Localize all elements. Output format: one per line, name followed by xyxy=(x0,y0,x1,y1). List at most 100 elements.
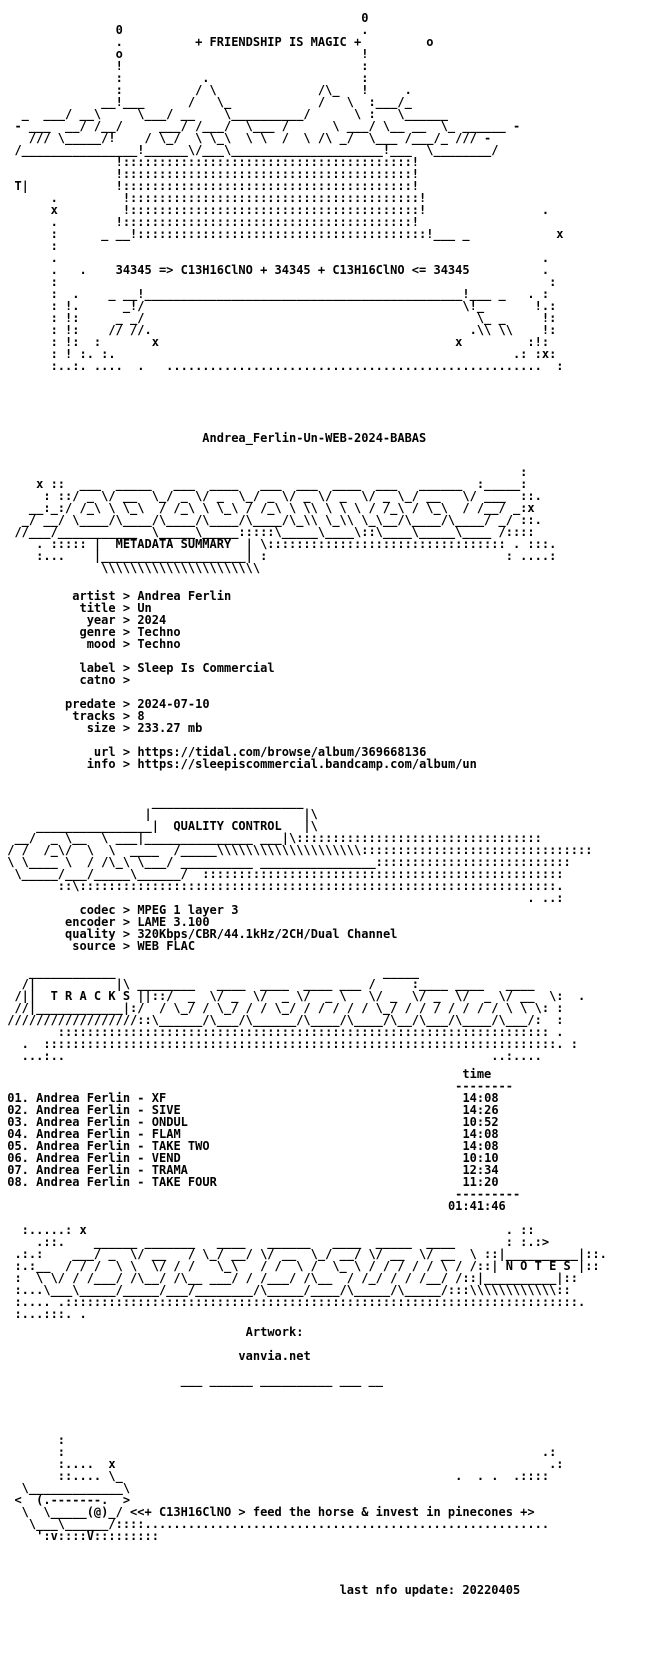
header-art-line: _ ___/ __\ \___/ __ \__________/ \ : \__… xyxy=(0,107,448,121)
track-number: 02. xyxy=(7,1103,29,1117)
title-label: title xyxy=(79,601,116,615)
tracks-banner-line: ____________ _____ xyxy=(0,965,420,979)
metadata-banner-line: . ::::: | METADATA SUMMARY | \::::::::::… xyxy=(0,537,557,551)
track-title: VEND xyxy=(151,1151,181,1165)
track-row: 04. Andrea Ferlin - FLAM 14:08 xyxy=(7,1127,499,1141)
header-art-line: !:::::::::::::::::::::::::::::::::::::::… xyxy=(0,155,420,169)
track-artist: Andrea Ferlin xyxy=(36,1127,131,1141)
size-value: 233.27 mb xyxy=(137,721,203,735)
track-title: TAKE TWO xyxy=(151,1139,210,1153)
header-art-line: : . : xyxy=(0,71,369,85)
metadata-row-artist: artist > Andrea Ferlin xyxy=(72,589,232,603)
quality-banner-line: ________________| QUALITY CONTROL |\ xyxy=(0,819,318,833)
metadata-row-catno: catno > xyxy=(79,673,131,687)
encoder-label: encoder xyxy=(65,915,116,929)
track-title: ONDUL xyxy=(151,1115,188,1129)
last-update-label: last nfo update: xyxy=(339,1583,456,1597)
last-update-value: 20220405 xyxy=(462,1583,521,1597)
genre-value: Techno xyxy=(137,625,181,639)
encoder-value: LAME 3.100 xyxy=(137,915,210,929)
quality-label: quality xyxy=(65,927,116,941)
header-art-line: : _ __!:::::::::::::::::::::::::::::::::… xyxy=(0,227,564,241)
track-artist: Andrea Ferlin xyxy=(36,1103,131,1117)
header-art-line: - ___ __/ /__/ ___/ /___/ \___ / \ ___/ … xyxy=(0,119,521,133)
notes-banner-line: : \ \/ / /___/ /\__/ /\__ ___/ / /___/ /… xyxy=(0,1271,578,1285)
track-number: 01. xyxy=(7,1091,29,1105)
catno-label: catno xyxy=(79,673,116,687)
quality-row-quality: quality > 320Kbps/CBR/44.1kHz/2CH/Dual C… xyxy=(65,927,398,941)
footer-art-line: : xyxy=(0,1433,66,1447)
track-time: 12:34 xyxy=(462,1163,499,1177)
footer-art-line: \ \_____(@)_/ <<+ C13H16ClNO > feed the … xyxy=(0,1505,535,1519)
track-artist: Andrea Ferlin xyxy=(36,1151,131,1165)
track-number: 08. xyxy=(7,1175,29,1189)
track-row: 06. Andrea Ferlin - VEND 10:10 xyxy=(7,1151,499,1165)
metadata-banner-line: \\\\\\\\\\\\\\\\\\\\\\ xyxy=(0,561,261,575)
header-art-line: : xyxy=(0,239,58,253)
header-art-line: : !. _!/ \!_ !.: xyxy=(0,299,557,313)
info-link[interactable]: https://sleepiscommercial.bandcamp.com/a… xyxy=(137,757,477,771)
quality-value: 320Kbps/CBR/44.1kHz/2CH/Dual Channel xyxy=(137,927,398,941)
metadata-row-size: size > 233.27 mb xyxy=(86,721,203,735)
metadata-row-year: year > 2024 xyxy=(86,613,167,627)
metadata-banner-line: __:_:/ /_\ \ \_\ / /_\ \ \_\ / /_\ \ \\ … xyxy=(0,501,535,515)
tracks-banner-line: //|____________|:/ / \_/ / \_/ / / \_/ /… xyxy=(0,1001,564,1015)
time-column-header: time xyxy=(462,1067,492,1081)
metadata-row-url: url > https://tidal.com/browse/album/369… xyxy=(93,745,427,759)
header-art-line: : !: : x x :!: xyxy=(0,335,550,349)
track-time: 14:08 xyxy=(462,1127,499,1141)
url-link[interactable]: https://tidal.com/browse/album/369668136 xyxy=(137,745,427,759)
label-label: label xyxy=(79,661,116,675)
track-artist: Andrea Ferlin xyxy=(36,1115,131,1129)
metadata-row-tracks: tracks > 8 xyxy=(72,709,145,723)
header-art-line: : !: _ _/ \_ _ !: xyxy=(0,311,557,325)
metadata-banner: : x :: ___ _____ ___ ____ ___ ___ ____ _… xyxy=(0,466,556,574)
tracks-banner-line: //////////////////::\______/\___/\______… xyxy=(0,1013,564,1027)
metadata-block: artist > Andrea Ferlin title > Un year >… xyxy=(0,590,477,770)
tracks-banner-line: /| |\ ________ ____ ____ ____ ___ / :___… xyxy=(0,977,535,991)
total-time: 01:41:46 xyxy=(447,1199,506,1213)
track-title: TAKE FOUR xyxy=(151,1175,217,1189)
tracks-label: tracks xyxy=(72,709,116,723)
metadata-banner-line: //___/___________ \_____\_____:::::\____… xyxy=(0,525,535,539)
footer-art-line: \_____________\ xyxy=(0,1481,131,1495)
release-name-text: Andrea_Ferlin-Un-WEB-2024-BABAS xyxy=(202,431,427,445)
track-time: 10:52 xyxy=(462,1115,499,1129)
header-art-line: . . xyxy=(0,251,550,265)
source-value: WEB FLAC xyxy=(137,939,196,953)
header-art-line: x !:::::::::::::::::::::::::::::::::::::… xyxy=(0,203,550,217)
label-value: Sleep Is Commercial xyxy=(137,661,275,675)
tracks-footer: --------- 01:41:46 xyxy=(0,1188,520,1212)
header-art: 0 0 . . + FRIENDSHIP IS MAGIC + o o ! ! xyxy=(0,0,564,373)
footer-art-line: \___\______/::::........................… xyxy=(0,1517,550,1531)
tracks-banner-line: ::::::::::::::::::::::::::::::::::::::::… xyxy=(0,1025,564,1039)
track-artist: Andrea Ferlin xyxy=(36,1091,131,1105)
track-artist: Andrea Ferlin xyxy=(36,1139,131,1153)
tracks-banner-line: ...:.. ..:.... xyxy=(0,1049,542,1063)
track-row: 01. Andrea Ferlin - XF 14:08 xyxy=(7,1091,499,1105)
codec-label: codec xyxy=(79,903,116,917)
quality-row-codec: codec > MPEG 1 layer 3 xyxy=(79,903,239,917)
predate-label: predate xyxy=(65,697,116,711)
track-time: 14:26 xyxy=(462,1103,499,1117)
header-art-line: : / \ /\_ ! . xyxy=(0,83,412,97)
artist-value: Andrea Ferlin xyxy=(137,589,232,603)
track-time: 14:08 xyxy=(462,1091,499,1105)
header-art-line: . + FRIENDSHIP IS MAGIC + o xyxy=(0,35,434,49)
mood-value: Techno xyxy=(137,637,181,651)
tracks-banner-line: . ::::::::::::::::::::::::::::::::::::::… xyxy=(0,1037,578,1051)
header-art-line: :..:. .... . ...........................… xyxy=(0,359,564,373)
artwork-label: Artwork: xyxy=(245,1325,304,1339)
quality-banner-line: _____________________ xyxy=(0,795,304,809)
size-label: size xyxy=(86,721,116,735)
track-number: 06. xyxy=(7,1151,29,1165)
track-number: 07. xyxy=(7,1163,29,1177)
footer-art-line: < (.-------. > xyxy=(0,1493,131,1507)
notes-banner-line: :.:__ / / / \ \ \/ / / \_\ / / \ / \_ \ … xyxy=(0,1259,600,1273)
release-name: Andrea_Ferlin-Un-WEB-2024-BABAS xyxy=(0,432,426,444)
metadata-banner-line: : xyxy=(0,465,528,479)
total-underline: --------- xyxy=(455,1187,521,1201)
notes-banner-line: :.....: x . :: xyxy=(0,1223,535,1237)
header-art-line: . !:::::::::::::::::::::::::::::::::::::… xyxy=(0,191,427,205)
tracks-banner: ____________ _____ /| |\ ________ ____ _… xyxy=(0,966,585,1062)
